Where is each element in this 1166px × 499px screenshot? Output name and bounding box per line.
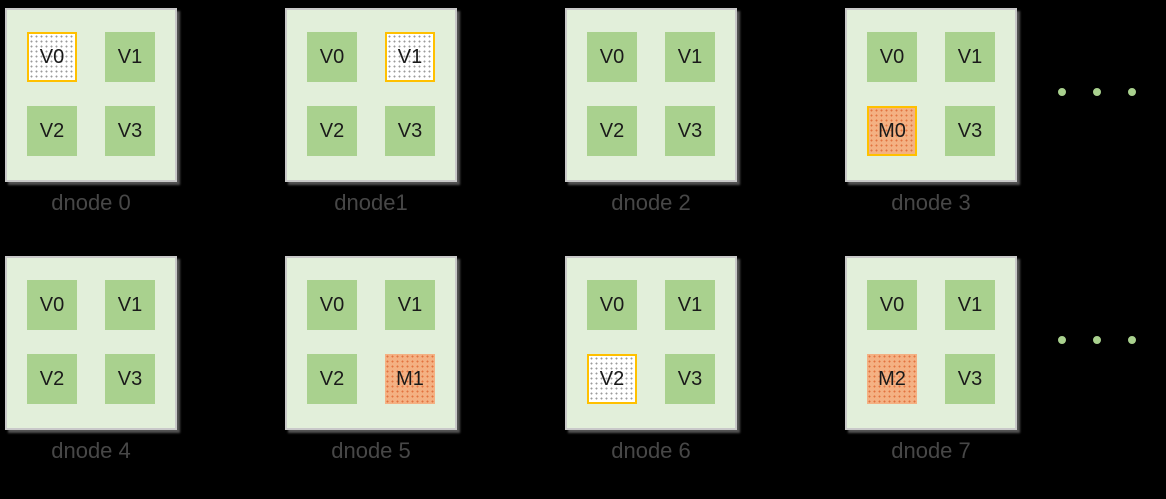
node-cell: V3	[665, 106, 715, 156]
dnode-1: V0 V1 V2 V3 dnode1	[285, 8, 457, 216]
node-cell: V3	[105, 354, 155, 404]
ellipsis-dot	[1093, 336, 1101, 344]
dnode-label: dnode 7	[891, 438, 971, 463]
ellipsis-row-1	[1058, 88, 1136, 96]
node-cell: V0	[27, 280, 77, 330]
dnode-box-0: V0 V1 V2 V3	[5, 8, 177, 182]
dnode-row-1: V0 V1 V2 V3 dnode 0 V0 V1 V2 V3 dnode1 V…	[5, 8, 1017, 216]
dnode-box-6: V0 V1 V2 V3	[565, 256, 737, 430]
dnode-0: V0 V1 V2 V3 dnode 0	[5, 8, 177, 216]
dnode-2: V0 V1 V2 V3 dnode 2	[565, 8, 737, 216]
node-cell: V1	[945, 280, 995, 330]
dnode-row-2: V0 V1 V2 V3 dnode 4 V0 V1 V2 M1 dnode 5 …	[5, 256, 1017, 464]
node-cell: V1	[665, 32, 715, 82]
node-cell: V2	[27, 354, 77, 404]
ellipsis-dot	[1128, 336, 1136, 344]
node-cell: V2	[587, 354, 637, 404]
dnode-4: V0 V1 V2 V3 dnode 4	[5, 256, 177, 464]
node-cell: V2	[307, 106, 357, 156]
node-cell: V1	[385, 280, 435, 330]
node-cell: V0	[307, 32, 357, 82]
dnode-7: V0 V1 M2 V3 dnode 7	[845, 256, 1017, 464]
dnode-3: V0 V1 M0 V3 dnode 3	[845, 8, 1017, 216]
dnode-label: dnode 4	[51, 438, 131, 463]
node-cell: V0	[867, 280, 917, 330]
dnode-label: dnode 6	[611, 438, 691, 463]
node-cell: M0	[867, 106, 917, 156]
node-cell: V1	[105, 280, 155, 330]
dnode-label: dnode1	[334, 190, 408, 215]
node-cell: V2	[587, 106, 637, 156]
node-cell: V2	[307, 354, 357, 404]
node-cell: V1	[665, 280, 715, 330]
node-cell: V3	[385, 106, 435, 156]
dnode-6: V0 V1 V2 V3 dnode 6	[565, 256, 737, 464]
dnode-box-2: V0 V1 V2 V3	[565, 8, 737, 182]
node-cell: M1	[385, 354, 435, 404]
node-cell: V0	[27, 32, 77, 82]
dnode-label: dnode 3	[891, 190, 971, 215]
node-cell: V1	[105, 32, 155, 82]
ellipsis-dot	[1093, 88, 1101, 96]
node-cell: M2	[867, 354, 917, 404]
node-cell: V3	[665, 354, 715, 404]
ellipsis-dot	[1058, 88, 1066, 96]
node-cell: V1	[945, 32, 995, 82]
dnode-label: dnode 0	[51, 190, 131, 215]
dnode-box-7: V0 V1 M2 V3	[845, 256, 1017, 430]
dnode-5: V0 V1 V2 M1 dnode 5	[285, 256, 457, 464]
node-cell: V2	[27, 106, 77, 156]
dnode-label: dnode 2	[611, 190, 691, 215]
node-cell: V3	[945, 106, 995, 156]
node-cell: V0	[307, 280, 357, 330]
ellipsis-row-2	[1058, 336, 1136, 344]
dnode-box-1: V0 V1 V2 V3	[285, 8, 457, 182]
dnode-box-5: V0 V1 V2 M1	[285, 256, 457, 430]
node-cell: V0	[587, 32, 637, 82]
dnode-box-3: V0 V1 M0 V3	[845, 8, 1017, 182]
node-cell: V1	[385, 32, 435, 82]
node-cell: V0	[867, 32, 917, 82]
ellipsis-dot	[1058, 336, 1066, 344]
ellipsis-dot	[1128, 88, 1136, 96]
dnode-box-4: V0 V1 V2 V3	[5, 256, 177, 430]
node-cell: V3	[945, 354, 995, 404]
dnode-label: dnode 5	[331, 438, 411, 463]
node-cell: V0	[587, 280, 637, 330]
node-cell: V3	[105, 106, 155, 156]
